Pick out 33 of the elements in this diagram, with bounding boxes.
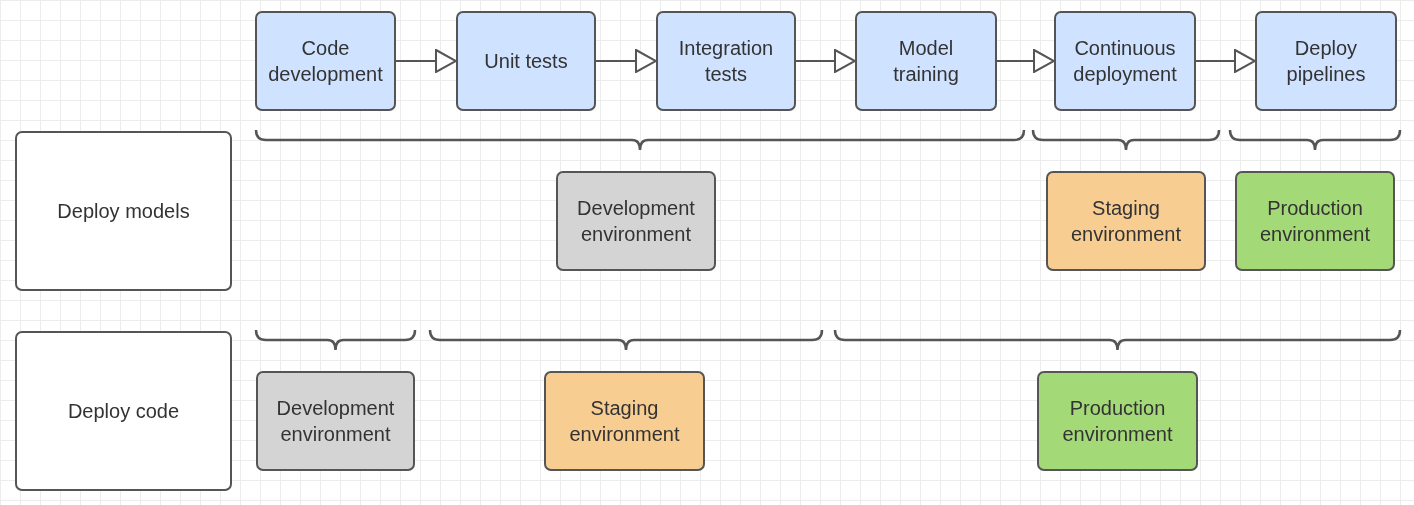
environment-box [1235, 171, 1395, 271]
step-box [1255, 11, 1397, 111]
node-label: Production environment [1258, 196, 1372, 247]
node-label: Unit tests [484, 49, 568, 74]
node-label: Integration tests [677, 36, 775, 87]
node-label: Development environment [576, 196, 696, 247]
row-header-box [15, 331, 232, 491]
step-box [255, 11, 396, 111]
node-label: Staging environment [1069, 196, 1183, 247]
step-box [656, 11, 796, 111]
node-label: Production environment [1061, 396, 1174, 447]
node-label: Deploy code [67, 399, 180, 424]
arrow [996, 49, 1055, 73]
node-label: Staging environment [568, 396, 681, 447]
environment-box [1037, 371, 1198, 471]
arrow [795, 49, 856, 73]
node-label: Deploy models [57, 199, 190, 224]
environment-box [556, 171, 716, 271]
row-header-box [15, 131, 232, 291]
environment-box [256, 371, 415, 471]
step-box [855, 11, 997, 111]
step-box [1054, 11, 1196, 111]
environment-box [544, 371, 705, 471]
arrow [1195, 49, 1256, 73]
step-box [456, 11, 596, 111]
node-label: Continuous deployment [1072, 36, 1178, 87]
node-label: Development environment [275, 396, 396, 447]
node-label: Model training [892, 36, 960, 87]
arrow [395, 49, 457, 73]
environment-box [1046, 171, 1206, 271]
node-label: Code development [267, 36, 384, 87]
arrow [595, 49, 657, 73]
node-label: Deploy pipelines [1285, 36, 1367, 87]
